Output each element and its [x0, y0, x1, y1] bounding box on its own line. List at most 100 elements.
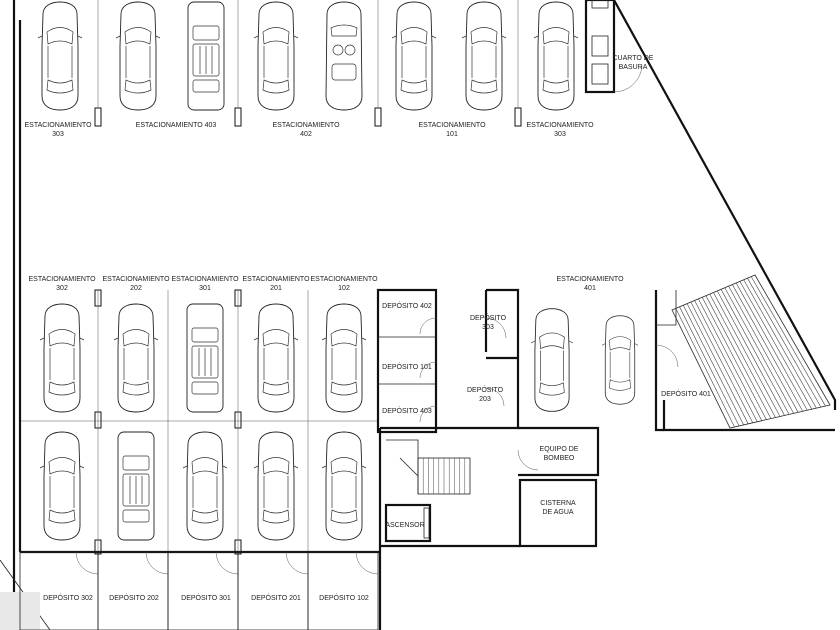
top-post-2 [234, 107, 242, 127]
top-car-1 [37, 1, 83, 111]
cuarto-basura-label-1: CUARTO DE [613, 55, 654, 62]
mid-label-4a: ESTACIONAMIENTO [242, 276, 310, 283]
ramp-line-11 [713, 292, 781, 417]
top-car-5 [325, 1, 363, 111]
equipo-label-1: EQUIPO DE [540, 446, 579, 453]
deposito-401-nook [656, 290, 677, 326]
ramp-line-4 [686, 303, 749, 424]
elevator-shaft [384, 503, 432, 543]
deposito-303-walls [486, 288, 520, 428]
deposito-401-door [655, 344, 679, 368]
cisterna-label-1: CISTERNA [540, 500, 576, 507]
bottom-storage-units [19, 551, 379, 630]
pump-room-door [517, 449, 539, 471]
storage-door-2 [145, 551, 169, 575]
top-label-2a: ESTACIONAMIENTO 403 [136, 122, 217, 129]
storage-door-4 [285, 551, 309, 575]
ramp-line-19 [743, 279, 817, 409]
top-stall-lines [97, 0, 519, 108]
top-car-2 [115, 1, 161, 111]
deposito-303-label-2: 303 [482, 324, 494, 331]
mid-label-3a: ESTACIONAMIENTO [171, 276, 239, 283]
storage-door-2 [419, 361, 437, 379]
storage-door-1 [75, 551, 99, 575]
mid-stall-lines [20, 290, 378, 552]
storage-door-3 [215, 551, 239, 575]
middle-rows-cars [39, 303, 367, 541]
stair-landing [386, 439, 419, 494]
stair-core-walls [378, 426, 520, 630]
ramp-line-18 [739, 281, 813, 410]
mid-lower-car-1 [39, 431, 85, 541]
estacionamiento-401-label-2: 401 [584, 285, 596, 292]
ramp-line-20 [747, 278, 822, 408]
middle-rows-dividers [18, 20, 378, 555]
cisterna-label-2: DE AGUA [542, 509, 573, 516]
deposito-203-label-2: 203 [479, 396, 491, 403]
vehicle-ramp [671, 274, 831, 429]
ramp-line-8 [701, 297, 767, 420]
mid-label-2b: 202 [130, 285, 142, 292]
top-car-7 [461, 1, 507, 111]
mid-label-3b: 301 [199, 285, 211, 292]
trash-bin-2 [591, 35, 609, 57]
deposito-403-label: DEPÓSITO 403 [382, 406, 432, 415]
top-label-5b: 303 [554, 131, 566, 138]
deposito-202-label: DEPÓSITO 202 [109, 593, 159, 602]
mid-upper-car-2 [113, 303, 159, 413]
ramp-line-22 [754, 274, 831, 406]
ramp-line-15 [728, 285, 799, 413]
storage-unit-3 [167, 551, 239, 630]
top-label-3a: ESTACIONAMIENTO [272, 122, 340, 129]
ramp-line-14 [724, 287, 794, 414]
ramp-line-21 [750, 276, 826, 407]
ramp-line-12 [717, 290, 785, 416]
storage-door-1 [419, 317, 437, 335]
deposito-201-label: DEPÓSITO 201 [251, 593, 301, 602]
ramp-line-9 [705, 295, 772, 419]
top-car-3 [187, 1, 225, 111]
deposito-401-label: DEPÓSITO 401 [661, 389, 711, 398]
deposito-203-walls [484, 290, 518, 360]
mid-upper-car-4 [253, 303, 299, 413]
trash-room-door [613, 65, 643, 93]
deposito-301-label: DEPÓSITO 301 [181, 593, 231, 602]
mid-lower-car-2 [117, 431, 155, 541]
top-car-6 [391, 1, 437, 111]
mid-lower-car-5 [321, 431, 367, 541]
storage-unit-2 [97, 551, 169, 630]
deposito-402-label: DEPÓSITO 402 [382, 301, 432, 310]
equipo-label-2: BOMBEO [544, 455, 575, 462]
top-post-4 [514, 107, 522, 127]
ramp-line-10 [709, 293, 776, 418]
ascensor-label: ASCENSOR [385, 522, 424, 529]
mid-lower-car-4 [253, 431, 299, 541]
diagonal-east-wall [613, 0, 837, 410]
top-row-cars [37, 1, 579, 111]
mid-upper-car-3 [186, 303, 224, 413]
mid-label-4b: 201 [270, 285, 282, 292]
top-label-4b: 101 [446, 131, 458, 138]
deposito-203-door [485, 387, 505, 407]
ramp-line-17 [735, 282, 808, 411]
ramp-line-16 [732, 284, 803, 412]
top-label-3b: 402 [300, 131, 312, 138]
top-post-3 [374, 107, 382, 127]
mid-label-1b: 302 [56, 285, 68, 292]
ramp-line-6 [694, 300, 758, 422]
ramp-line-3 [683, 305, 744, 425]
deposito-102-label: DEPÓSITO 102 [319, 593, 369, 602]
cuarto-basura-label-2: BASURA [619, 64, 648, 71]
staircase [386, 439, 471, 495]
top-row-dividers [94, 0, 522, 127]
top-car-4 [253, 1, 299, 111]
trash-bin-1 [591, 0, 609, 9]
cistern [518, 478, 598, 548]
ramp-line-1 [675, 308, 735, 428]
ramp-line-5 [690, 301, 753, 423]
mid-lower-car-3 [182, 431, 228, 541]
deposito-203-label-1: DEPÓSITO [467, 385, 504, 394]
storage-column-dividers [378, 336, 436, 385]
